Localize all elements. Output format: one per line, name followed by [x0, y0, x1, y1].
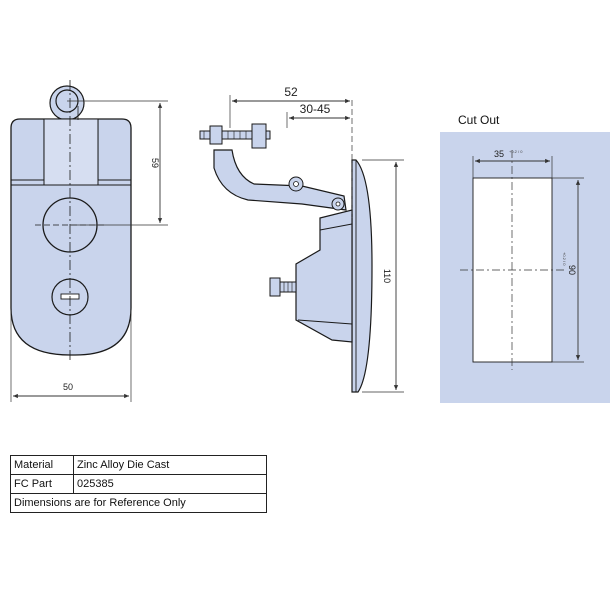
reference-note: Dimensions are for Reference Only	[10, 493, 267, 513]
part-value: 025385	[73, 474, 267, 494]
cutout-dim-width-label: 35	[494, 149, 504, 159]
cutout-dim-height-tol: +0.2 / 0	[562, 252, 567, 266]
material-value: Zinc Alloy Die Cast	[73, 455, 267, 475]
cutout-view: Cut Out 35 +0.2 / 0 90 +0.2 / 0	[440, 113, 610, 403]
side-dim-110-label: 110	[382, 269, 392, 283]
side-dim-30-45-label: 30-45	[300, 102, 331, 116]
spec-row-note: Dimensions are for Reference Only	[10, 493, 267, 513]
front-dim-50-label: 50	[63, 382, 73, 392]
cutout-dim-width-tol: +0.2 / 0	[509, 149, 523, 154]
side-lever-arm	[213, 149, 347, 211]
side-view: 52 30-45 110	[199, 85, 404, 393]
part-label: FC Part	[10, 474, 74, 494]
spec-row-part: FC Part 025385	[10, 474, 267, 494]
cutout-dim-height-label: 90	[567, 265, 577, 275]
side-housing	[295, 209, 353, 343]
front-top-knob	[49, 85, 85, 121]
front-dim-59-label: 59	[150, 158, 160, 168]
spec-table: Material Zinc Alloy Die Cast FC Part 025…	[10, 455, 267, 513]
front-view: 59 50	[10, 80, 168, 402]
side-dim-52-label: 52	[284, 85, 298, 99]
side-top-threaded-rod	[199, 123, 271, 149]
side-plate	[351, 159, 373, 393]
cutout-title: Cut Out	[458, 113, 500, 127]
material-label: Material	[10, 455, 74, 475]
side-lower-bolt	[269, 277, 297, 297]
spec-row-material: Material Zinc Alloy Die Cast	[10, 455, 267, 475]
